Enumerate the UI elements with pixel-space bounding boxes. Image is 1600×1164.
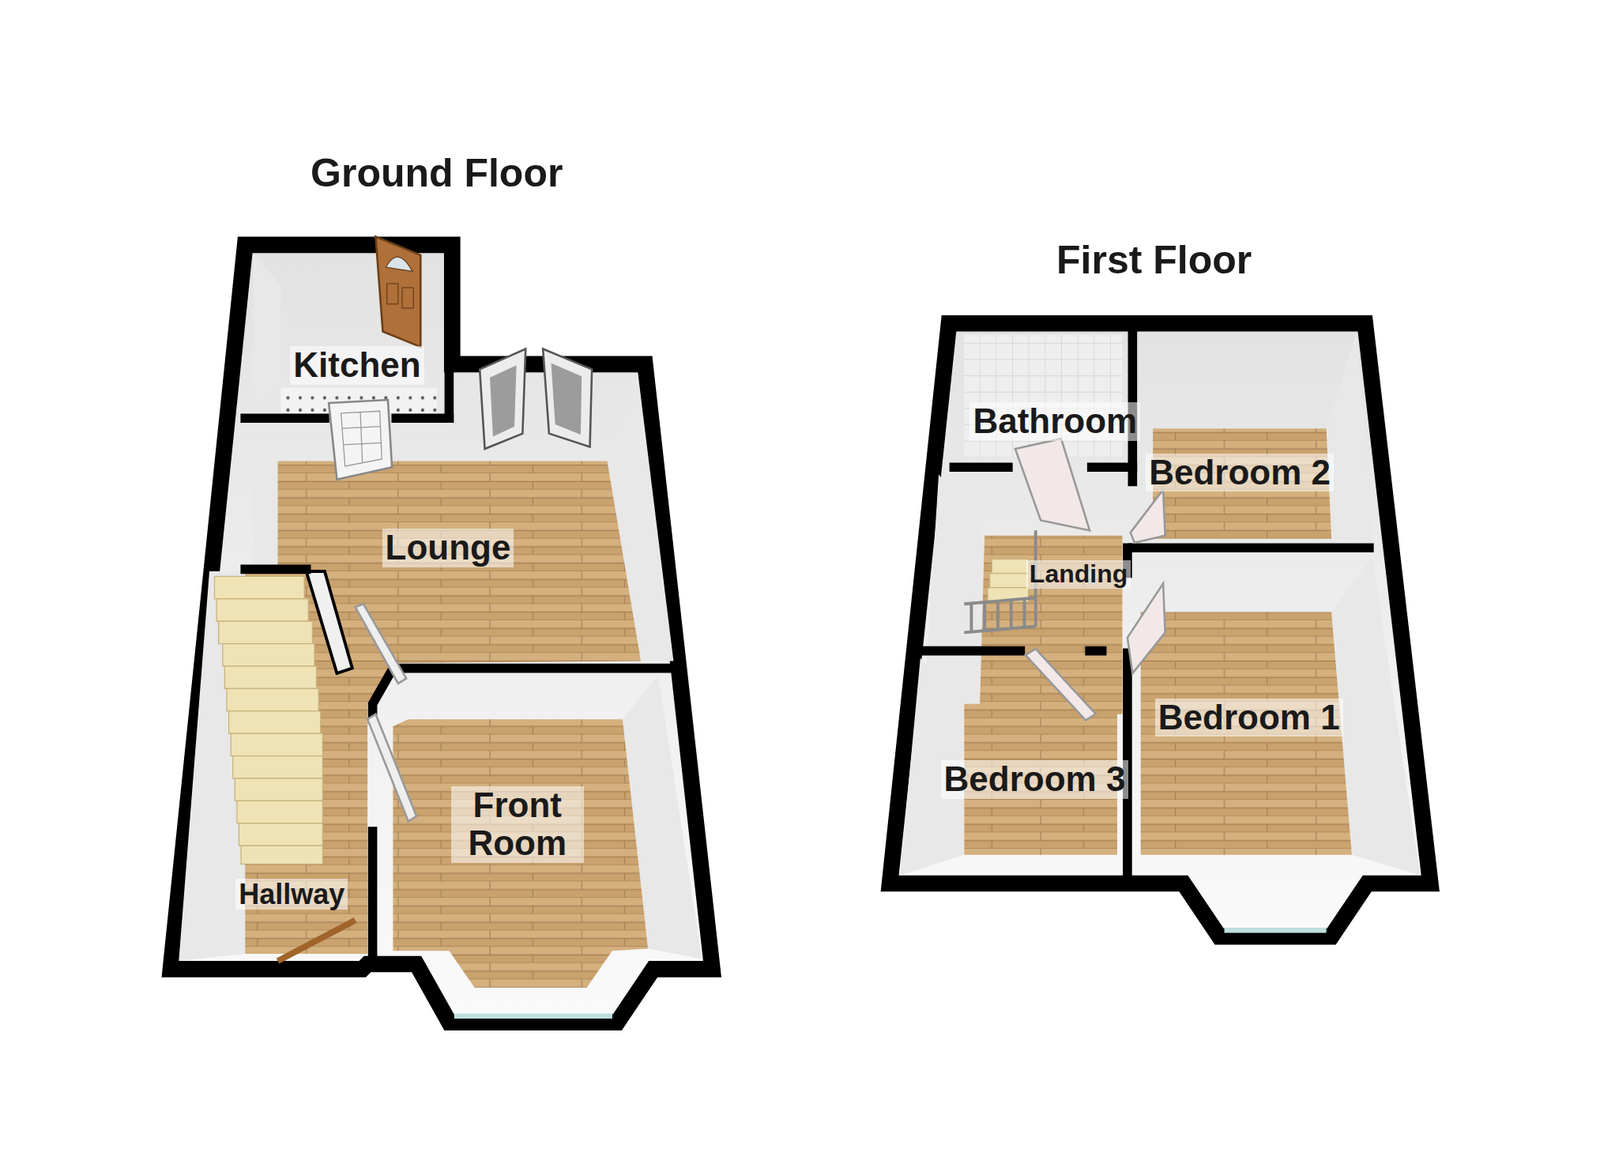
stair-step — [234, 778, 323, 801]
first-floor-plan — [889, 323, 1431, 937]
wall — [444, 364, 455, 418]
door-glass — [489, 365, 517, 437]
floor-plan-panel: Ground FloorKitchenLoungeFront RoomHallw… — [158, 137, 725, 1041]
lounge-door — [355, 603, 407, 684]
bay-window-glass — [1224, 927, 1327, 933]
bedroom-door — [1130, 489, 1166, 543]
door-glass — [551, 363, 583, 435]
room-name: Bedroom 1 — [1155, 698, 1344, 737]
stair-step — [214, 576, 305, 599]
room-label-box: Bathroom — [963, 392, 1147, 450]
room-name: Hallway — [235, 878, 348, 911]
floor-heading: First Floor — [877, 238, 1431, 283]
room-label-box: Lounge — [346, 517, 550, 579]
french-doors — [479, 349, 592, 450]
door-leaf — [328, 399, 392, 480]
door-leaf — [479, 349, 526, 450]
bedroom-door — [1127, 583, 1166, 674]
room-label-box: Front Room — [405, 768, 630, 881]
room-name: Lounge — [382, 528, 515, 567]
bathroom-door — [1015, 438, 1090, 531]
floor-plan-panel: First FloorBathroomBedroom 2 LandingBedro… — [877, 226, 1445, 957]
stair-step — [224, 666, 317, 689]
front-room-door — [367, 714, 417, 822]
door-glazing — [341, 410, 383, 467]
wall-shade — [253, 252, 282, 414]
room-name: Front Room — [451, 786, 584, 863]
partition-walls — [913, 326, 1370, 880]
outer-wall — [889, 323, 1431, 937]
room-label-box: Landing — [1020, 553, 1137, 595]
stair-step — [226, 688, 319, 711]
ground-floor-plan — [170, 237, 713, 1023]
wall — [913, 646, 1103, 656]
stair-step — [229, 711, 321, 734]
wall-shade — [1326, 331, 1373, 542]
room-name: Landing — [1026, 560, 1131, 588]
room-name: Bedroom 3 — [941, 760, 1130, 799]
wall — [1132, 542, 1370, 553]
floor-heading: Ground Floor — [160, 151, 714, 196]
stair-step — [233, 756, 324, 779]
wall — [244, 564, 306, 575]
stair-step — [216, 598, 309, 622]
room-label-box: Hallway — [220, 871, 364, 917]
stair-step — [237, 800, 323, 823]
back-door — [375, 237, 421, 347]
stair-step — [238, 823, 323, 846]
stair-step — [990, 573, 1029, 588]
room-label-box: Bedroom 2 — [1137, 444, 1342, 501]
stair-step — [230, 733, 323, 756]
stair-step — [240, 845, 323, 864]
room-label-box: Bedroom 3 — [932, 750, 1137, 808]
partition-walls — [244, 364, 669, 964]
front-room-floor — [392, 719, 648, 988]
outer-wall — [170, 244, 713, 1023]
door-panel — [402, 287, 414, 309]
stair-step — [218, 621, 313, 644]
door-leaf — [542, 349, 592, 448]
kitchen-door — [328, 399, 392, 480]
bay-window-glass — [454, 1013, 613, 1019]
staircase — [214, 576, 323, 864]
wall — [392, 663, 669, 674]
landing-stairs — [963, 530, 1036, 633]
stair-wall — [306, 571, 353, 674]
door-leaf — [375, 237, 421, 347]
room-label-box: Kitchen — [267, 336, 447, 394]
stair-step — [222, 643, 315, 667]
wall — [372, 668, 394, 964]
room-name: Bedroom 2 — [1145, 453, 1334, 492]
room-label-box: Bedroom 1 — [1147, 688, 1352, 746]
room-name: Bathroom — [969, 402, 1141, 441]
stair-step — [991, 558, 1028, 573]
wall — [1122, 547, 1133, 880]
room-name: Kitchen — [289, 346, 424, 384]
banister — [963, 530, 1036, 633]
bedroom-floor — [1140, 612, 1352, 855]
door-fanlight — [385, 256, 413, 272]
door-panel — [387, 283, 399, 305]
front-door — [278, 919, 356, 961]
wall-shade — [253, 423, 279, 572]
bedroom-door — [1025, 648, 1096, 720]
